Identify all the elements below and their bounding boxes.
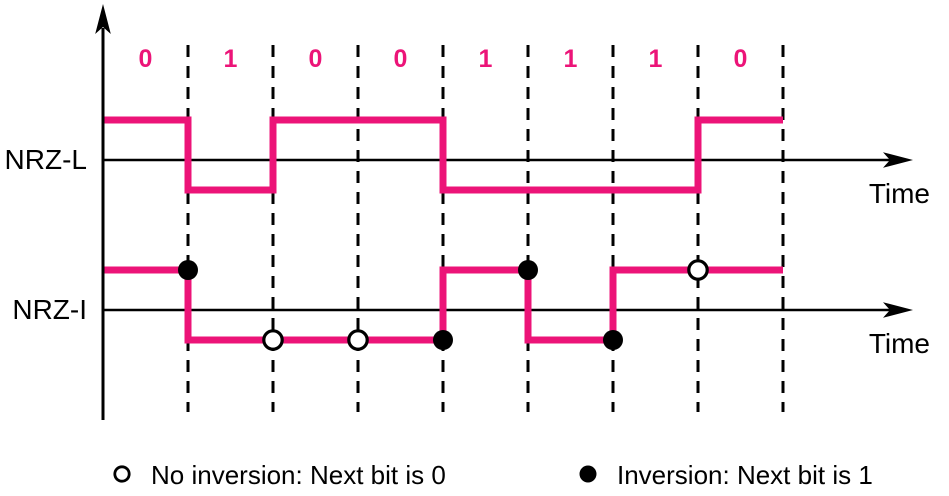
right-arrow-icon [883, 152, 913, 168]
signal-path [103, 266, 783, 344]
bit-label: 1 [479, 45, 493, 73]
bit-label: 1 [649, 45, 663, 73]
bit-label: 1 [224, 45, 238, 73]
signal-path [103, 116, 783, 194]
bit-label: 0 [394, 45, 408, 73]
up-arrow-icon [95, 4, 111, 34]
nrzl-time-axis [103, 152, 913, 168]
nrzi-label: NRZ-I [12, 294, 87, 325]
inversion-marker [603, 330, 623, 350]
inversion-marker [433, 330, 453, 350]
bit-labels: 0 1 0 0 1 1 1 0 [139, 45, 748, 73]
inversion-marker [518, 260, 538, 280]
nrzl-label: NRZ-L [5, 144, 87, 175]
bit-label: 1 [564, 45, 578, 73]
no-inversion-legend-icon [113, 465, 131, 483]
bit-label: 0 [734, 45, 748, 73]
inversion-markers [178, 259, 709, 351]
nrzi-waveform [103, 266, 783, 344]
right-arrow-icon [883, 302, 913, 318]
inversion-marker [178, 260, 198, 280]
no-inversion-legend-label: No inversion: Next bit is 0 [151, 460, 446, 490]
time-label-nrzl: Time [869, 178, 930, 209]
inversion-legend-icon [579, 465, 597, 483]
no-inversion-marker [262, 329, 284, 351]
no-inversion-marker [687, 259, 709, 281]
time-label-nrzi: Time [869, 328, 930, 359]
vertical-axis [95, 4, 111, 420]
legend: No inversion: Next bit is 0 Inversion: N… [113, 460, 873, 490]
bit-label: 0 [139, 45, 153, 73]
bit-label: 0 [309, 45, 323, 73]
bit-boundaries [186, 45, 785, 412]
nrzl-waveform [103, 116, 783, 194]
nrzi-time-axis [103, 302, 913, 318]
no-inversion-marker [347, 329, 369, 351]
inversion-legend-label: Inversion: Next bit is 1 [617, 460, 873, 490]
